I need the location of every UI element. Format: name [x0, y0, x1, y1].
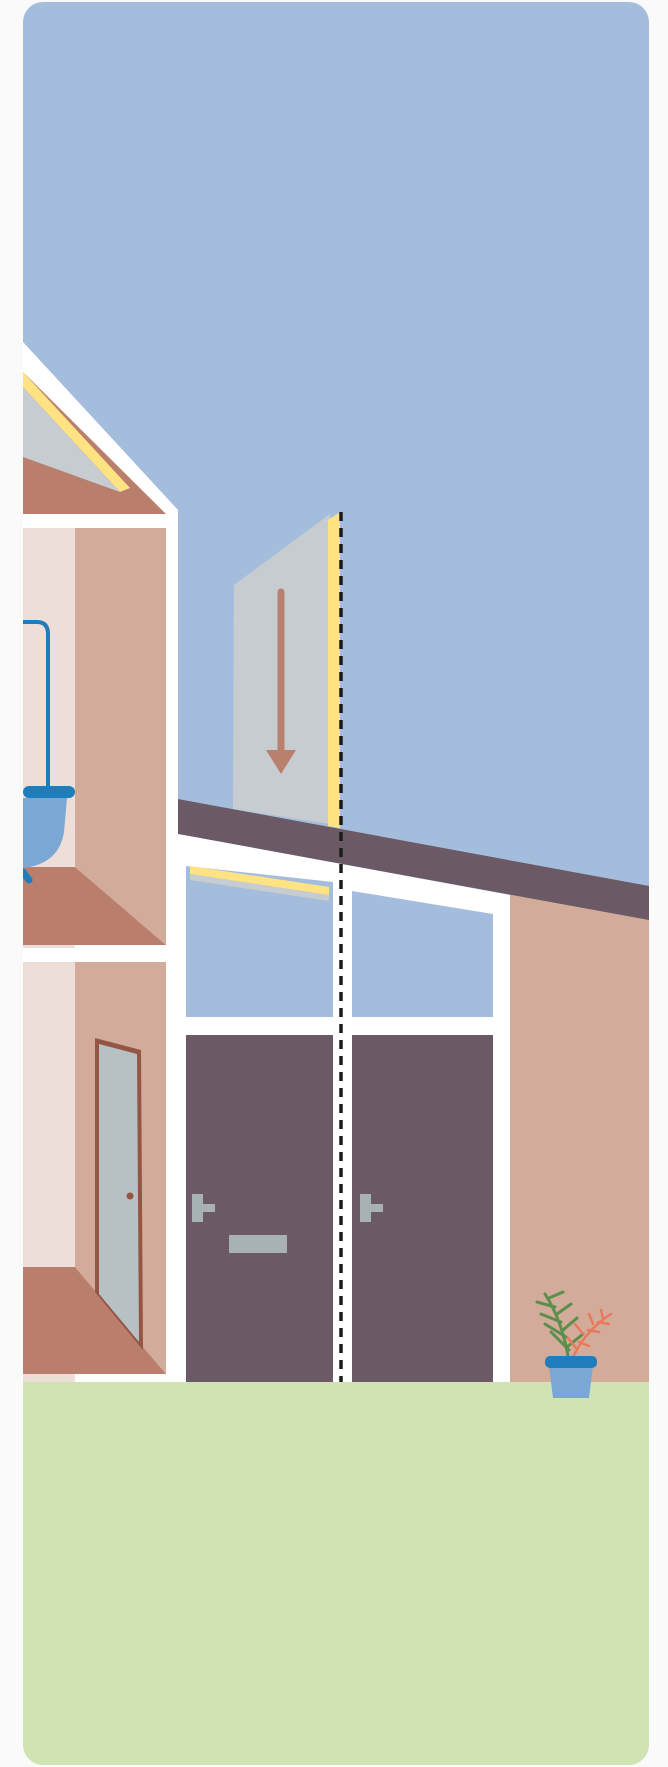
upper-room-floor — [23, 867, 166, 945]
letterbox — [229, 1235, 287, 1253]
bathtub-rim — [23, 786, 75, 798]
shower-pipe — [23, 620, 50, 792]
extension-side-wall — [510, 892, 649, 1382]
illustration-card — [23, 2, 649, 1765]
insulation-panel-yellow-edge — [328, 512, 340, 828]
glazing-grey-trim — [190, 874, 329, 901]
door-handle-icon — [192, 1194, 215, 1222]
bathtub — [23, 798, 67, 868]
lower-room-floor — [23, 1267, 166, 1374]
house-scene — [23, 2, 649, 1765]
bathtub-tap — [23, 868, 33, 884]
attic-yellow-stripe — [23, 372, 130, 492]
glazing-right-upper — [352, 891, 493, 1017]
interior-door-knob — [126, 1192, 134, 1200]
interior-door-glass — [99, 1044, 139, 1342]
extension-roof — [178, 799, 649, 920]
plant-pot-rim — [545, 1356, 597, 1368]
plant-icon — [535, 1290, 613, 1398]
upper-room-side-wall — [75, 528, 166, 945]
attic-grey-panel — [23, 387, 120, 492]
glazing-left-upper — [186, 866, 333, 1017]
down-arrow-icon — [266, 750, 296, 774]
lawn — [23, 1382, 649, 1765]
glazing-yellow-trim — [190, 866, 329, 895]
door-handle-icon — [360, 1194, 383, 1222]
attic-roof-interior — [23, 372, 166, 514]
plant-pot — [549, 1366, 593, 1398]
